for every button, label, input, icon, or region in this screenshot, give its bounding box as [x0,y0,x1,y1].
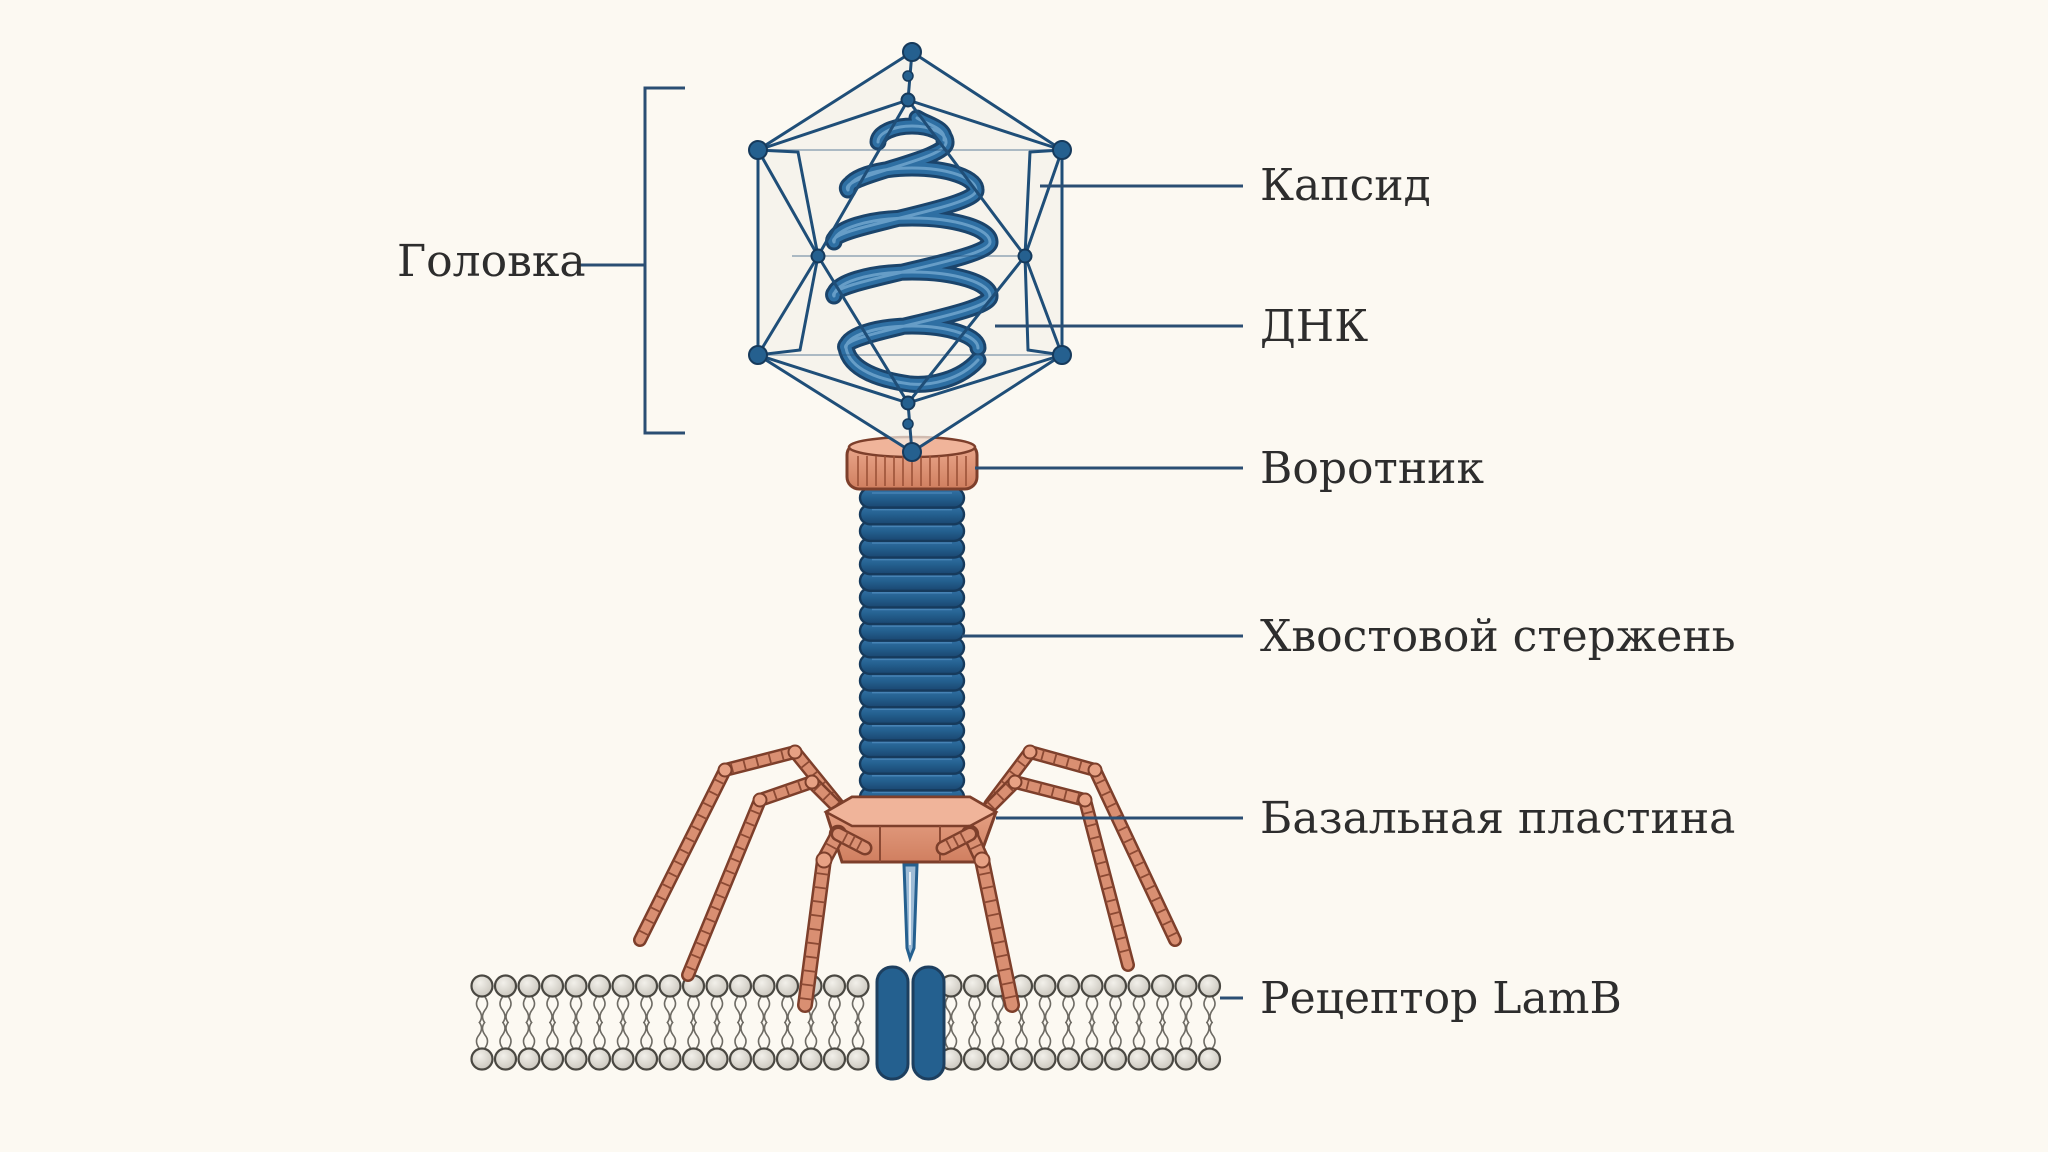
head-bracket [643,86,685,435]
capsid [748,42,1072,462]
tail-legs [797,826,1020,1013]
tail-needle [902,863,919,963]
tail-sheath [858,486,966,809]
lamb-receptor [875,965,946,1081]
label-dna: ДНК [1260,301,1369,352]
label-receptor: Рецептор LamB [1260,973,1622,1024]
label-head: Головка [397,236,586,287]
leader-lines [578,86,1243,1000]
label-baseplate: Базальная пластина [1260,793,1736,844]
tail-fibers [633,744,1182,982]
cell-membrane [470,974,1222,1071]
label-tail: Хвостовой стержень [1260,611,1736,662]
label-collar: Воротник [1260,443,1484,494]
label-capsid: Капсид [1260,160,1431,211]
dna-helix [825,109,999,393]
